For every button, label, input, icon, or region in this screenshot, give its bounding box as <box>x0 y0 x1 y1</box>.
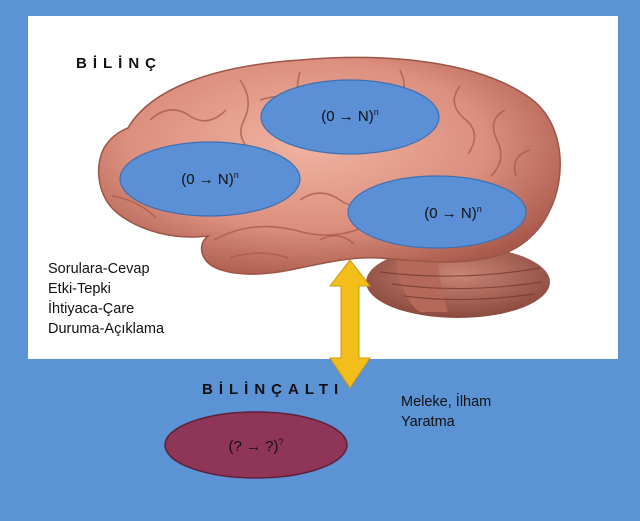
conscious-title: BİLİNÇ <box>76 55 162 72</box>
conscious-list-item: Etki-Tepki <box>48 281 111 297</box>
double-arrow <box>328 259 372 389</box>
conscious-list-item: Sorulara-Cevap <box>48 261 150 277</box>
conscious-oval-right <box>347 175 527 249</box>
oval-label-top: (0 → N)n <box>321 107 379 125</box>
oval-label-right: (0 → N)n <box>424 204 482 222</box>
conscious-list-item: İhtiyaca-Çare <box>48 301 135 317</box>
cerebellum-lines <box>379 267 543 301</box>
conscious-oval-left <box>119 141 301 217</box>
subconscious-list-item: Yaratma <box>401 414 455 430</box>
subconscious-oval-label: (? → ?)? <box>228 437 284 455</box>
conscious-list: Sorulara-Cevap Etki-Tepki İhtiyaca-Çare … <box>48 259 164 339</box>
subconscious-list: Meleke, İlham Yaratma <box>401 392 491 432</box>
subconscious-oval <box>164 411 348 479</box>
conscious-oval-top <box>260 79 440 155</box>
subconscious-title: BİLİNÇALTI <box>202 381 345 398</box>
subconscious-list-item: Meleke, İlham <box>401 394 492 410</box>
oval-label-left: (0 → N)n <box>181 170 239 188</box>
conscious-list-item: Duruma-Açıklama <box>48 321 165 337</box>
